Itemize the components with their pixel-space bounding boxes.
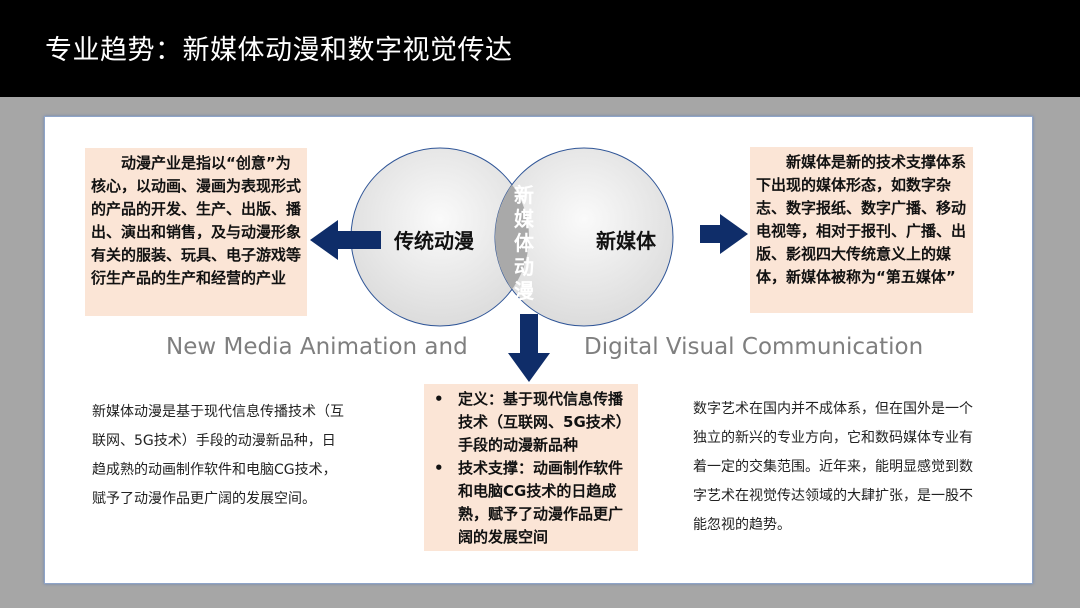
bullet-definition: 定义：基于现代信息传播技术（互联网、5G技术）手段的动漫新品种	[428, 388, 628, 457]
right-arrow-icon	[700, 214, 748, 254]
english-caption-left: New Media Animation and	[166, 334, 468, 360]
left-description: 新媒体动漫是基于现代信息传播技术（互联网、5G技术）手段的动漫新品种，日趋成熟的…	[92, 404, 344, 507]
header-bar: 专业趋势：新媒体动漫和数字视觉传达	[0, 0, 1080, 97]
left-box-text: 动漫产业是指以“创意”为核心，以动画、漫画为表现形式的产品的开发、生产、出版、播…	[91, 154, 302, 287]
right-box-text: 新媒体是新的技术支撑体系下出现的媒体形态，如数字杂志、数字报纸、数字广播、移动电…	[756, 153, 967, 286]
bottom-info-box: 定义：基于现代信息传播技术（互联网、5G技术）手段的动漫新品种 技术支撑：动画制…	[424, 384, 638, 551]
bullet-tech-support: 技术支撑：动画制作软件和电脑CG技术的日趋成熟，赋予了动漫作品更广阔的发展空间	[428, 457, 628, 549]
right-info-box: 新媒体是新的技术支撑体系下出现的媒体形态，如数字杂志、数字报纸、数字广播、移动电…	[750, 147, 973, 313]
down-arrow-icon	[508, 314, 550, 382]
overlap-label: 新媒体动漫	[514, 183, 534, 303]
left-arrow-icon	[310, 220, 381, 260]
slide-title: 专业趋势：新媒体动漫和数字视觉传达	[45, 35, 513, 66]
right-description: 数字艺术在国内并不成体系，但在国外是一个独立的新兴的专业方向，它和数码媒体专业有…	[693, 401, 973, 533]
left-info-box: 动漫产业是指以“创意”为核心，以动画、漫画为表现形式的产品的开发、生产、出版、播…	[85, 148, 307, 316]
left-circle-label: 传统动漫	[394, 229, 474, 253]
english-caption-right: Digital Visual Communication	[584, 334, 924, 360]
right-circle-label: 新媒体	[596, 229, 656, 253]
